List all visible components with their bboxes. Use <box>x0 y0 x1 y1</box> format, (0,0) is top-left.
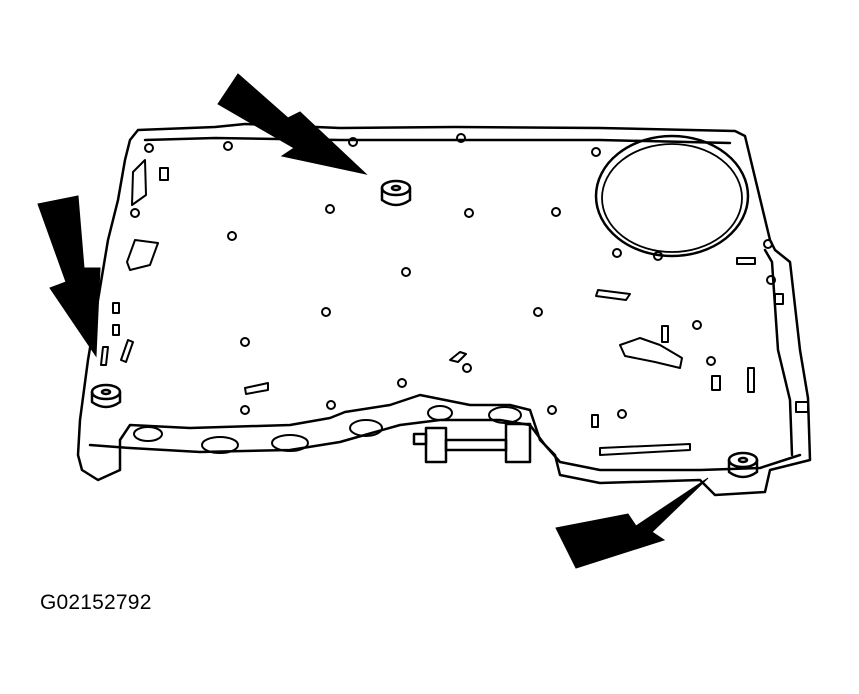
stud-left <box>90 383 122 409</box>
edge-ports <box>133 405 522 454</box>
plate-right-edge <box>763 248 794 457</box>
fluid-passages <box>100 159 809 456</box>
large-bore <box>594 134 750 258</box>
pin-right <box>444 422 532 464</box>
bolt-holes <box>130 133 776 419</box>
large-bore-inner <box>601 143 743 253</box>
arrow-top-center <box>217 73 368 175</box>
stud-right <box>727 451 759 479</box>
stud-top <box>380 179 412 207</box>
arrow-left <box>37 195 101 358</box>
arrow-bottom-right <box>555 477 709 569</box>
plate-outline <box>76 122 812 497</box>
pin-left <box>412 426 448 464</box>
figure-code: G02152792 <box>40 591 152 614</box>
